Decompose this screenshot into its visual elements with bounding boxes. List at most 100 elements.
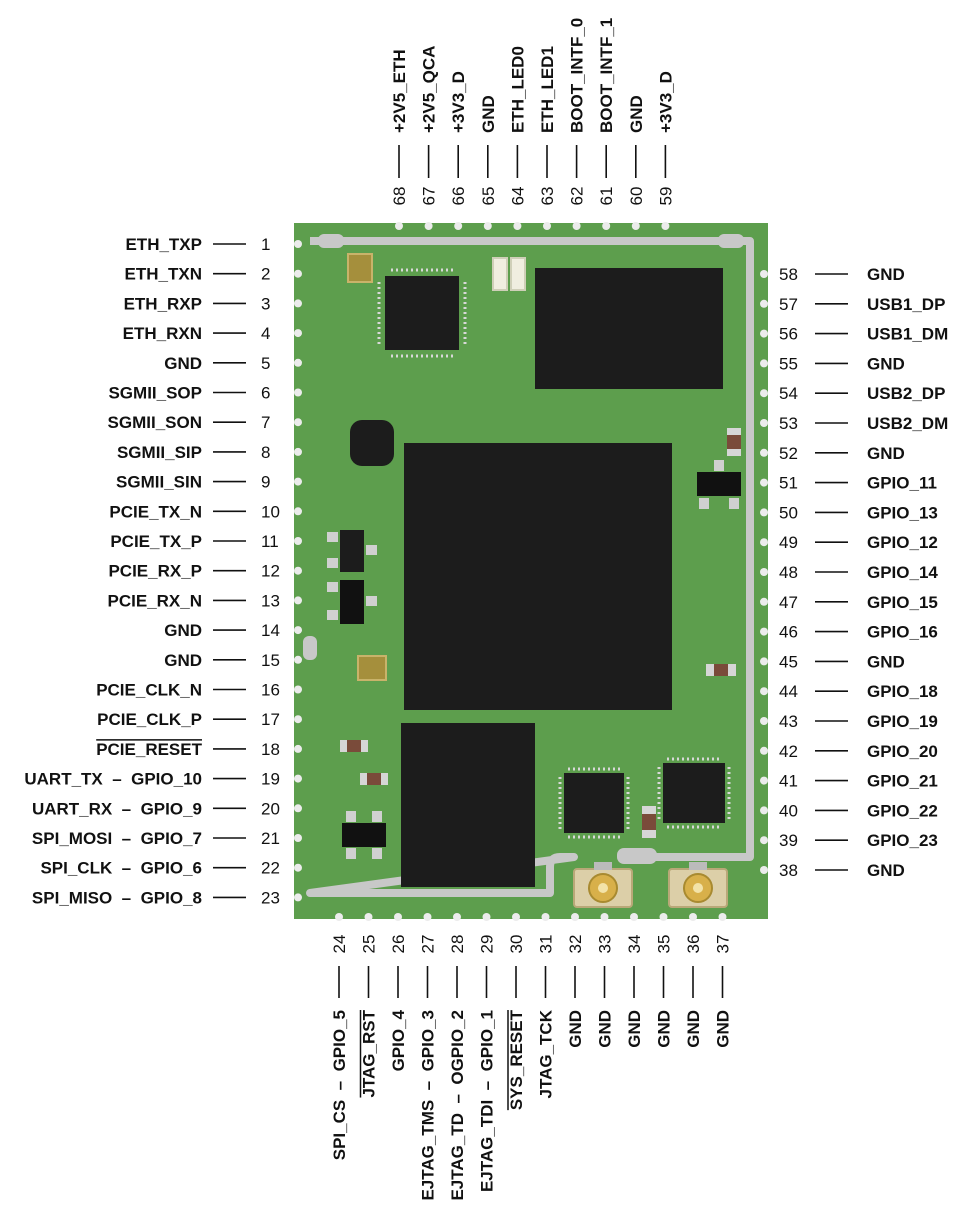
pin-label: GPIO_14 — [867, 563, 938, 582]
pin-pad — [294, 863, 302, 872]
pin-number: 41 — [779, 772, 798, 791]
pin-label: ETH_LED0 — [508, 46, 527, 133]
gold-pad — [357, 655, 387, 681]
pin-number: 8 — [261, 443, 270, 462]
pin-label: USB1_DM — [867, 325, 948, 344]
pin-number: 47 — [779, 593, 798, 612]
pin-number: 50 — [779, 503, 798, 522]
pin-number: 52 — [779, 444, 798, 463]
pin-pad — [541, 913, 550, 921]
pin-label: GND — [867, 444, 905, 463]
pin-label: SPI_MOSI – GPIO_7 — [32, 829, 202, 848]
pin-label: GPIO_18 — [867, 682, 938, 701]
pin-number: 7 — [261, 413, 270, 432]
pin-pad — [294, 388, 302, 397]
pin-label: SPI_CS – GPIO_5 — [330, 1010, 349, 1160]
pin-label: GPIO_21 — [867, 772, 938, 791]
pin-pad — [543, 222, 551, 230]
soc-chip — [404, 443, 672, 710]
qfn-chip-top — [377, 268, 467, 358]
pin-label: BOOT_INTF_0 — [568, 18, 587, 133]
pin-number: 21 — [261, 829, 280, 848]
pin-label: GPIO_15 — [867, 593, 938, 612]
pin-pad — [294, 893, 302, 902]
pin-pad — [661, 222, 670, 230]
pin-number: 64 — [508, 187, 527, 206]
pin-pad — [572, 222, 581, 230]
pin-number: 63 — [538, 187, 557, 206]
pin-pad — [760, 270, 768, 278]
pin-number: 22 — [261, 859, 280, 878]
inductor — [350, 420, 394, 466]
trace-tab — [718, 234, 744, 248]
pin-pad — [760, 359, 768, 368]
pin-number: 25 — [360, 935, 379, 954]
pin-label: EJTAG_TMS – GPIO_3 — [419, 1010, 438, 1201]
trace-tab — [318, 234, 344, 248]
pin-label: SGMII_SIN — [116, 473, 202, 492]
pin-number: 42 — [779, 742, 798, 761]
pin-pad — [294, 447, 302, 456]
pin-label: GPIO_11 — [867, 474, 937, 493]
pin-pad — [689, 913, 697, 921]
pin-number: 45 — [779, 652, 798, 671]
pin-label: +2V5_ETH — [390, 49, 409, 133]
pin-label: GND — [625, 1010, 644, 1048]
pin-label: GPIO_4 — [389, 1009, 408, 1071]
pin-number: 13 — [261, 591, 280, 610]
pin-number: 24 — [330, 935, 349, 954]
pin-label: SGMII_SON — [108, 413, 202, 432]
pin-number: 16 — [261, 681, 280, 700]
pcb-outline-trace — [306, 237, 754, 897]
pin-pad — [760, 627, 768, 636]
pin-pad — [483, 222, 492, 230]
antenna-connector — [668, 862, 728, 908]
resistor — [642, 806, 656, 838]
pin-label: ETH_LED1 — [538, 46, 557, 133]
pin-number: 20 — [261, 799, 280, 818]
pin-label: GND — [867, 652, 905, 671]
pin-label: ETH_RXN — [123, 324, 202, 343]
pin-pad — [513, 222, 522, 230]
pin-pad — [760, 717, 768, 725]
pin-label: GND — [596, 1010, 615, 1048]
pin-pad — [294, 804, 302, 813]
pin-pad — [294, 655, 302, 664]
pin-number: 4 — [261, 324, 270, 343]
pin-label: USB1_DP — [867, 295, 945, 314]
pin-pad — [760, 836, 768, 845]
pin-label: BOOT_INTF_1 — [597, 18, 616, 133]
pin-pad — [760, 597, 768, 606]
resistor — [360, 773, 388, 785]
pin-number: 29 — [478, 935, 497, 954]
pin-pad — [571, 913, 579, 921]
pin-pad — [482, 913, 491, 921]
pin-label: GND — [867, 354, 905, 373]
pin-number: 5 — [261, 354, 270, 373]
pin-label: EJTAG_TD – OGPIO_2 — [448, 1010, 467, 1201]
resistor — [340, 740, 368, 752]
pin-number: 34 — [625, 935, 644, 954]
pin-label: GND — [566, 1010, 585, 1048]
pin-label: PCIE_RX_P — [108, 562, 202, 581]
pin-number: 62 — [568, 187, 587, 206]
pin-number: 37 — [714, 935, 733, 954]
pin-pad — [294, 715, 302, 724]
pin-pad — [294, 477, 302, 486]
pin-pad — [294, 596, 302, 605]
pin-pad — [335, 913, 343, 921]
pin-pad — [453, 913, 461, 921]
pin-label: GPIO_23 — [867, 831, 938, 850]
pin-label: GND — [164, 354, 202, 373]
pin-label: GPIO_16 — [867, 623, 938, 642]
pin-label: +2V5_QCA — [420, 46, 439, 133]
pin-number: 48 — [779, 563, 798, 582]
pin-number: 65 — [479, 187, 498, 206]
pin-label: EJTAG_TDI – GPIO_1 — [478, 1010, 497, 1192]
pin-number: 46 — [779, 623, 798, 642]
pin-label: PCIE_RESET — [96, 740, 202, 759]
pin-label: GPIO_12 — [867, 533, 938, 552]
pin-number: 60 — [627, 187, 646, 206]
pin-number: 55 — [779, 354, 798, 373]
